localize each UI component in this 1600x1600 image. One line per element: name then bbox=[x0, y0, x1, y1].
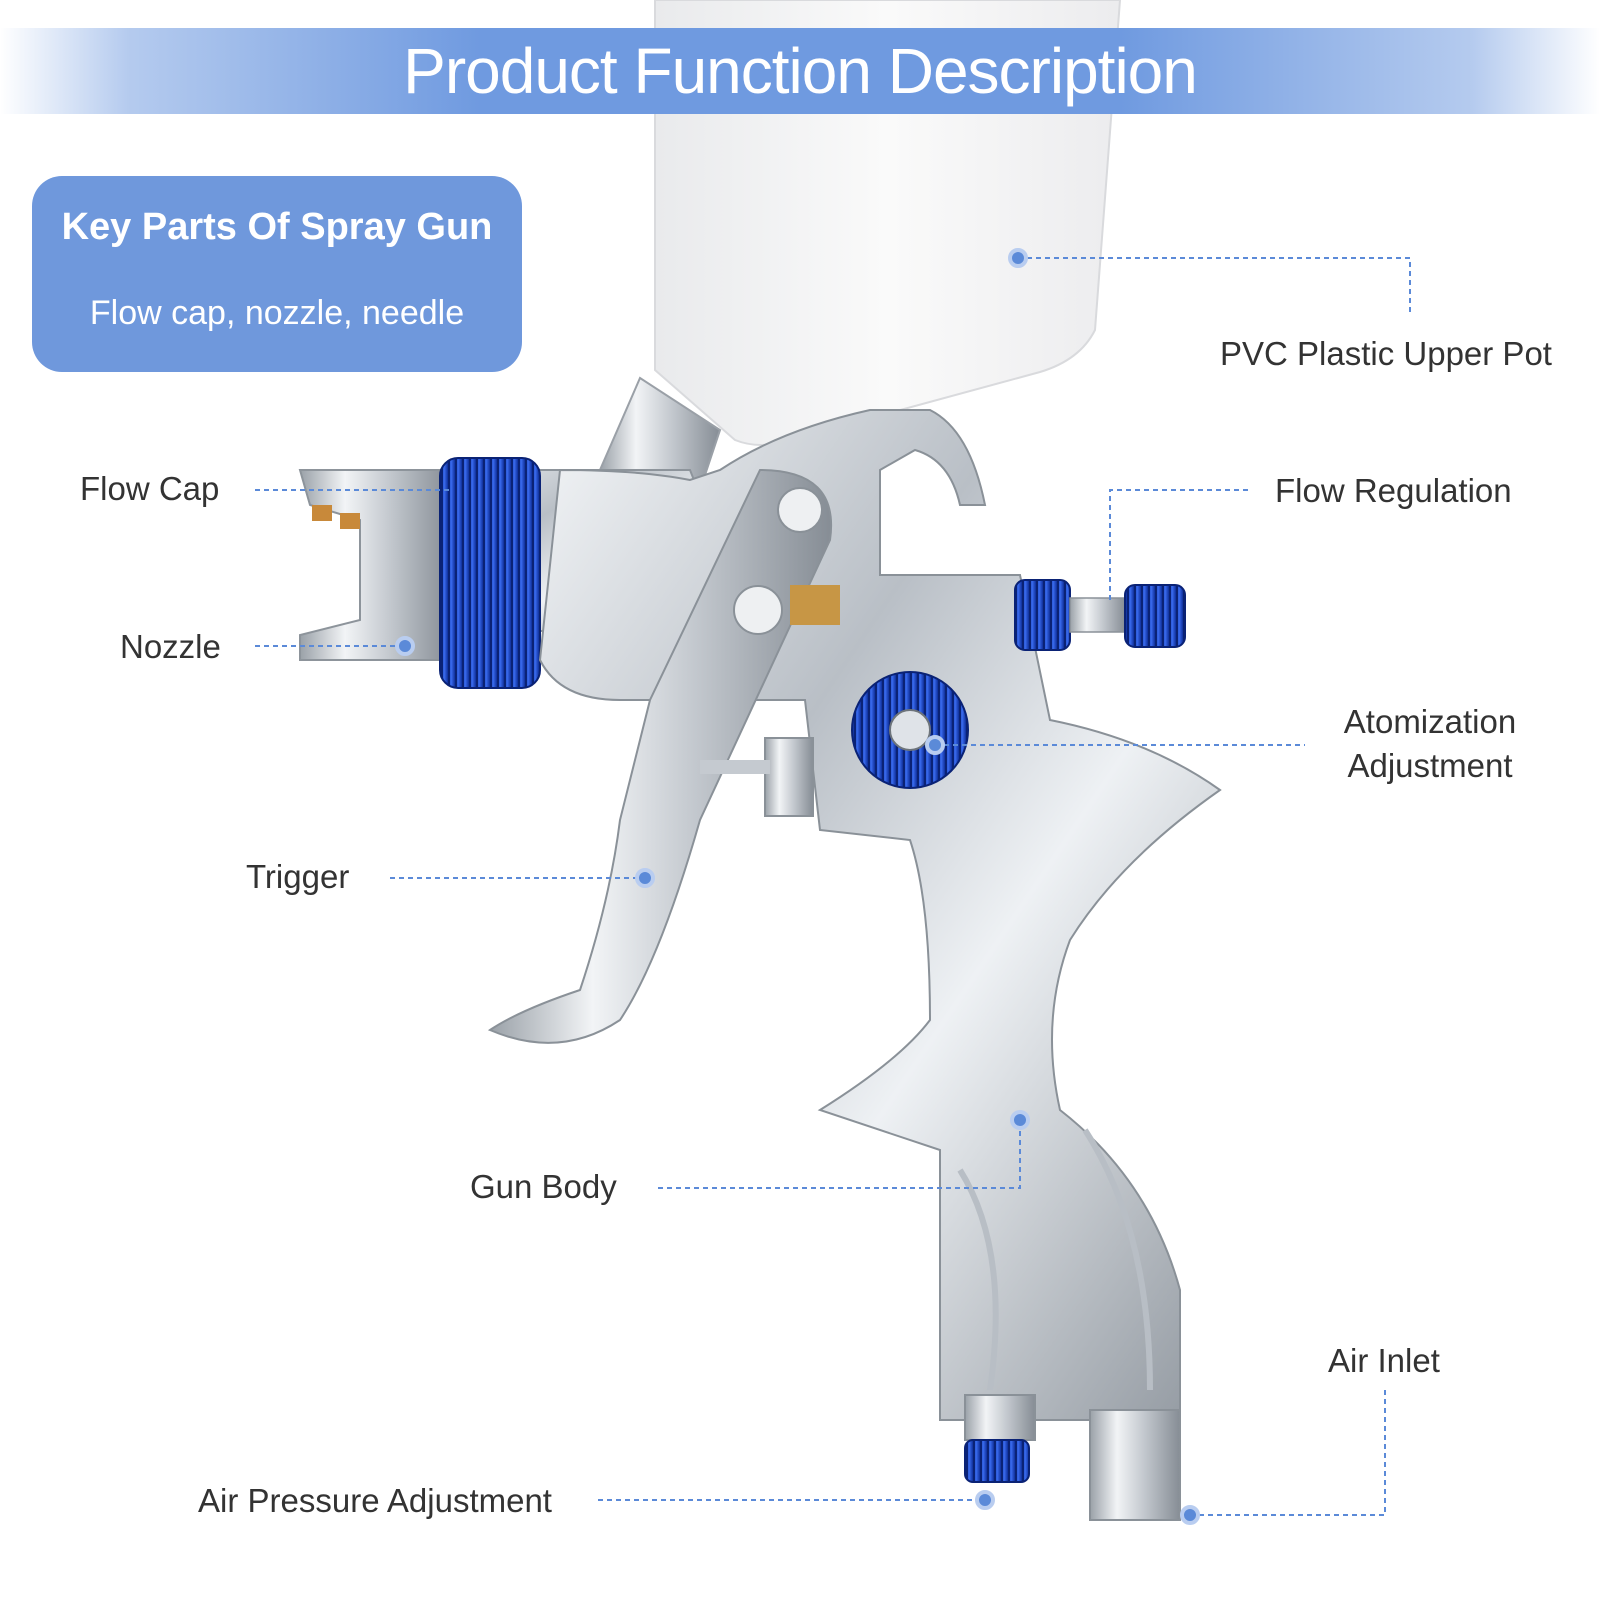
label-flow-cap: Flow Cap bbox=[80, 470, 220, 507]
dot-gun-body bbox=[1010, 1110, 1030, 1130]
key-parts-heading: Key Parts Of Spray Gun bbox=[61, 206, 493, 248]
label-atomization-line2: Adjustment bbox=[1347, 747, 1513, 784]
leader-gun-body bbox=[658, 1120, 1021, 1189]
label-flow-regulation: Flow Regulation bbox=[1275, 472, 1512, 509]
label-gun-body: Gun Body bbox=[470, 1168, 617, 1205]
title-band bbox=[0, 28, 1600, 114]
dot-trigger bbox=[635, 868, 655, 888]
dot-air-inlet bbox=[1180, 1505, 1200, 1525]
leader-air-inlet bbox=[1190, 1390, 1386, 1516]
key-parts-box: Key Parts Of Spray Gun Flow cap, nozzle,… bbox=[32, 176, 522, 372]
label-trigger: Trigger bbox=[246, 858, 350, 895]
label-air-inlet: Air Inlet bbox=[1328, 1342, 1440, 1379]
label-nozzle: Nozzle bbox=[120, 628, 221, 665]
page-title: Product Function Description bbox=[403, 35, 1198, 107]
label-upper-pot: PVC Plastic Upper Pot bbox=[1220, 335, 1552, 372]
dot-atomization bbox=[925, 735, 945, 755]
dot-upper-pot bbox=[1008, 248, 1028, 268]
dot-air-pressure bbox=[975, 1490, 995, 1510]
label-atomization: Atomization Adjustment bbox=[1320, 700, 1540, 788]
label-atomization-line1: Atomization bbox=[1343, 703, 1517, 740]
leader-upper-pot bbox=[1018, 257, 1411, 315]
leader-flow-regulation bbox=[1109, 489, 1250, 600]
dot-nozzle bbox=[395, 636, 415, 656]
label-air-pressure: Air Pressure Adjustment bbox=[198, 1482, 552, 1519]
key-parts-subtext: Flow cap, nozzle, needle bbox=[89, 294, 465, 332]
